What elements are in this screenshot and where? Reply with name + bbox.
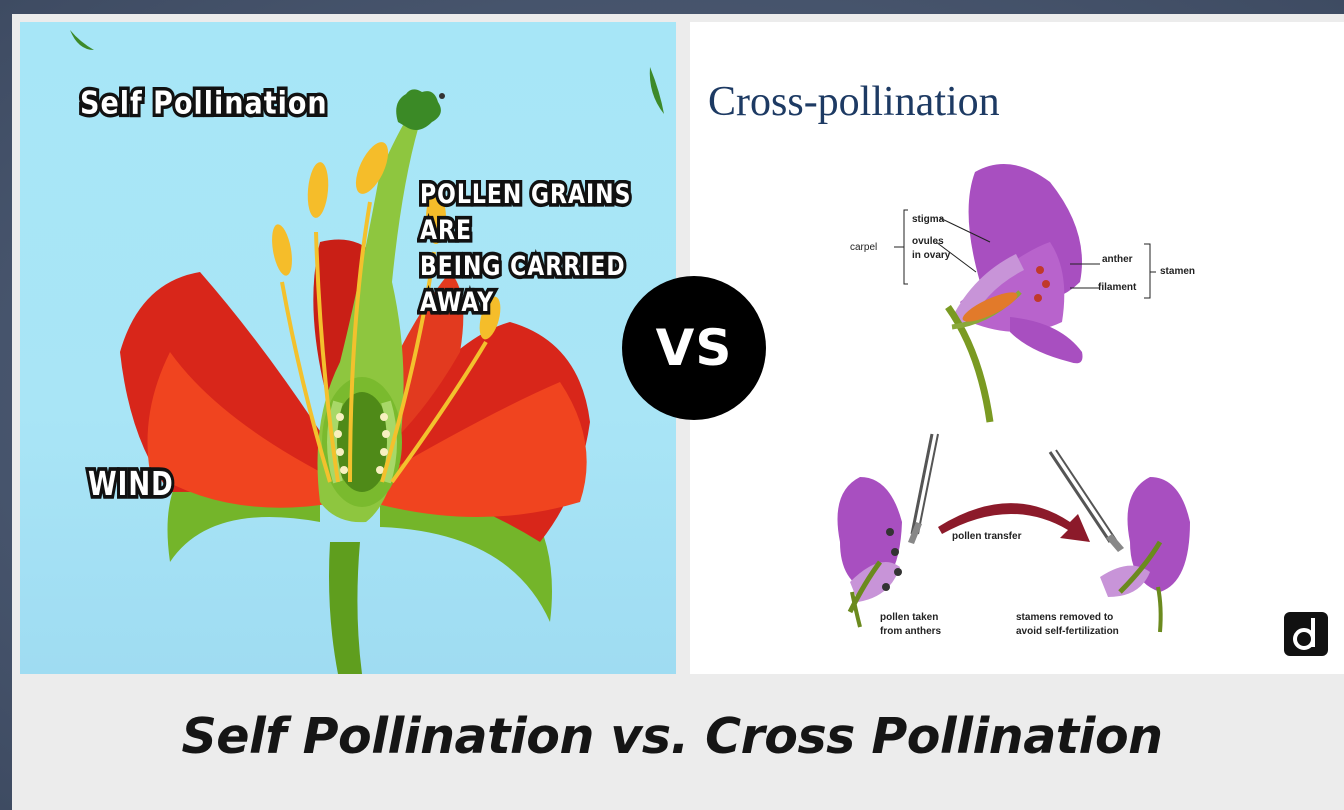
top-flower-diagram [948, 164, 1083, 422]
self-pollination-title: Self Pollination [80, 86, 328, 122]
pollen-taken-label: pollen taken [880, 612, 938, 623]
pollen-source-flower [838, 434, 939, 627]
recipient-flower [1050, 450, 1190, 632]
cross-pollination-title: Cross-pollination [708, 78, 1000, 126]
pollen-transfer-label: pollen transfer [952, 531, 1022, 542]
stigma-label: stigma [912, 214, 945, 225]
stamens-removed-label: stamens removed to [1016, 612, 1113, 623]
from-anthers-label: from anthers [880, 626, 942, 637]
ovules-label: ovules [912, 236, 944, 247]
vs-badge: VS [622, 276, 766, 420]
logo-d-icon [1284, 612, 1328, 656]
carpel-label: carpel [850, 242, 877, 253]
pollen-note-label: POLLEN GRAINS ARE BEING CARRIED AWAY [420, 178, 660, 322]
floating-leaf-icon [70, 30, 94, 50]
page-title: Self Pollination vs. Cross Pollination [0, 708, 1344, 765]
stamen-label: stamen [1160, 266, 1195, 277]
avoid-self-fertilization-label: avoid self-fertilization [1016, 626, 1119, 637]
wind-label: WIND [88, 466, 174, 504]
in-ovary-label: in ovary [912, 250, 951, 261]
floating-leaf-icon [650, 67, 664, 114]
anther-label: anther [1102, 254, 1133, 265]
filament-label: filament [1098, 282, 1137, 293]
